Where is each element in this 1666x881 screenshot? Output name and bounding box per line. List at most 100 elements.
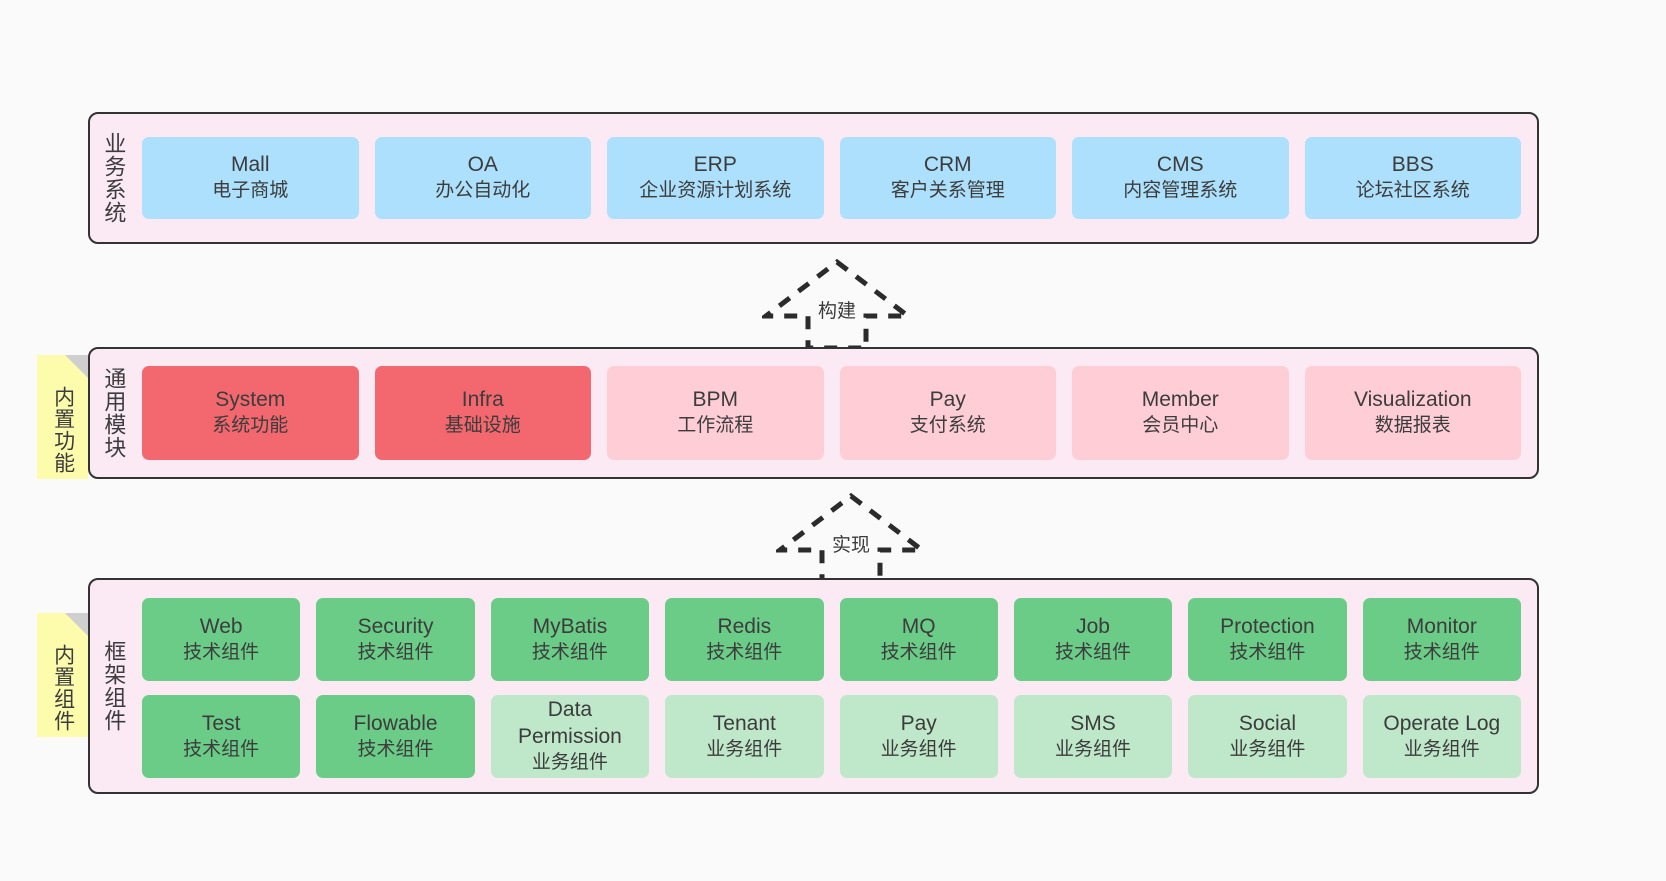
card-name: Test [201, 711, 241, 735]
framework-card-mq[interactable]: MQ 技术组件 [839, 598, 998, 681]
business-system-layer: 业务系统 Mall 电子商城 OA 办公自动化 ERP 企业资源计划系统 CRM… [88, 112, 1539, 244]
business-card-erp[interactable]: ERP 企业资源计划系统 [607, 137, 824, 219]
card-desc: 基础设施 [444, 415, 521, 437]
card-name: OA [467, 153, 498, 177]
card-desc: 技术组件 [1229, 641, 1306, 663]
framework-row-business: Test 技术组件 Flowable 技术组件 Data Permission … [142, 695, 1521, 778]
framework-card-security[interactable]: Security 技术组件 [316, 598, 475, 681]
framework-card-job[interactable]: Job 技术组件 [1013, 598, 1173, 681]
card-desc: 业务组件 [1229, 738, 1306, 760]
note-builtin-component-label: 内置组件 [51, 644, 75, 732]
card-desc: 业务组件 [706, 738, 783, 760]
card-name: Member [1141, 388, 1219, 412]
card-desc: 数据报表 [1374, 415, 1451, 437]
business-system-card-list: Mall 电子商城 OA 办公自动化 ERP 企业资源计划系统 CRM 客户关系… [136, 114, 1537, 242]
module-card-system[interactable]: System 系统功能 [142, 366, 359, 460]
card-name: Security [357, 614, 434, 638]
business-card-oa[interactable]: OA 办公自动化 [374, 137, 591, 219]
note-builtin-function: 内置功能 [37, 355, 88, 479]
card-desc: 技术组件 [1403, 641, 1480, 663]
card-desc: 业务组件 [1403, 738, 1480, 760]
card-name: MQ [901, 614, 936, 638]
card-desc: 业务组件 [1055, 738, 1132, 760]
card-desc: 客户关系管理 [890, 180, 1005, 202]
connector-realize-label: 实现 [831, 535, 870, 556]
framework-components-layer: 框架组件 Web 技术组件 Security 技术组件 MyBatis 技术组件… [88, 578, 1539, 794]
framework-components-grid: Web 技术组件 Security 技术组件 MyBatis 技术组件 Redi… [136, 580, 1537, 792]
module-card-pay[interactable]: Pay 支付系统 [839, 366, 1056, 460]
card-desc: 电子商城 [212, 180, 289, 202]
card-name: ERP [693, 153, 737, 177]
card-desc: 技术组件 [183, 738, 260, 760]
framework-card-sms[interactable]: SMS 业务组件 [1013, 695, 1173, 778]
common-modules-layer-title: 通用模块 [101, 367, 127, 459]
card-desc: 办公自动化 [435, 180, 531, 202]
module-card-visualization[interactable]: Visualization 数据报表 [1304, 366, 1521, 460]
module-card-infra[interactable]: Infra 基础设施 [374, 366, 591, 460]
card-desc: 系统功能 [212, 415, 289, 437]
card-name: Job [1076, 614, 1110, 638]
framework-card-web[interactable]: Web 技术组件 [142, 598, 301, 681]
connector-build-label: 构建 [817, 301, 856, 322]
framework-card-test[interactable]: Test 技术组件 [142, 695, 301, 778]
card-name: CRM [923, 153, 972, 177]
framework-card-social[interactable]: Social 业务组件 [1188, 695, 1347, 778]
business-card-bbs[interactable]: BBS 论坛社区系统 [1304, 137, 1521, 219]
card-desc: 企业资源计划系统 [639, 180, 792, 202]
card-desc: 技术组件 [706, 641, 783, 663]
note-builtin-function-label: 内置功能 [51, 386, 75, 474]
card-name: Flowable [353, 711, 438, 735]
card-desc: 支付系统 [909, 415, 986, 437]
card-name: Mall [230, 153, 270, 177]
card-desc: 技术组件 [357, 641, 434, 663]
framework-card-monitor[interactable]: Monitor 技术组件 [1362, 598, 1521, 681]
card-name: Web [199, 614, 243, 638]
card-name: Social [1238, 711, 1297, 735]
framework-card-protection[interactable]: Protection 技术组件 [1188, 598, 1347, 681]
card-name: System [215, 388, 286, 412]
connector-build-arrow: 构建 [762, 258, 912, 350]
business-card-mall[interactable]: Mall 电子商城 [142, 137, 359, 219]
common-modules-card-list: System 系统功能 Infra 基础设施 BPM 工作流程 Pay 支付系统… [136, 349, 1537, 477]
note-fold-corner-icon [65, 355, 88, 378]
framework-card-flowable[interactable]: Flowable 技术组件 [316, 695, 475, 778]
card-name: Tenant [712, 711, 776, 735]
card-name: Infra [461, 388, 504, 412]
card-desc: 论坛社区系统 [1355, 180, 1470, 202]
card-desc: 技术组件 [531, 641, 608, 663]
card-desc: 技术组件 [183, 641, 260, 663]
framework-card-tenant[interactable]: Tenant 业务组件 [665, 695, 824, 778]
card-name: Pay [929, 388, 966, 412]
business-card-cms[interactable]: CMS 内容管理系统 [1072, 137, 1289, 219]
card-name: Redis [717, 614, 772, 638]
card-name: CMS [1156, 153, 1204, 177]
framework-card-pay[interactable]: Pay 业务组件 [839, 695, 998, 778]
module-card-member[interactable]: Member 会员中心 [1072, 366, 1289, 460]
framework-card-mybatis[interactable]: MyBatis 技术组件 [490, 598, 650, 681]
card-desc: 业务组件 [880, 738, 957, 760]
business-system-layer-title: 业务系统 [101, 132, 127, 224]
card-desc: 内容管理系统 [1123, 180, 1238, 202]
card-name: Data Permission [518, 698, 622, 749]
framework-card-redis[interactable]: Redis 技术组件 [665, 598, 824, 681]
card-desc: 会员中心 [1142, 415, 1219, 437]
card-name: Pay [900, 711, 937, 735]
card-name: Operate Log [1383, 711, 1501, 735]
card-desc: 业务组件 [531, 752, 608, 774]
card-desc: 技术组件 [880, 641, 957, 663]
business-card-crm[interactable]: CRM 客户关系管理 [839, 137, 1056, 219]
card-name: Visualization [1353, 388, 1472, 412]
card-name: MyBatis [532, 614, 608, 638]
card-name: BBS [1391, 153, 1434, 177]
module-card-bpm[interactable]: BPM 工作流程 [607, 366, 824, 460]
framework-row-technical: Web 技术组件 Security 技术组件 MyBatis 技术组件 Redi… [142, 598, 1521, 681]
card-desc: 工作流程 [677, 415, 754, 437]
framework-card-data-permission[interactable]: Data Permission 业务组件 [490, 695, 650, 778]
framework-components-layer-title: 框架组件 [101, 640, 127, 732]
card-name: SMS [1070, 711, 1116, 735]
connector-realize-arrow: 实现 [776, 492, 926, 584]
framework-card-operate-log[interactable]: Operate Log 业务组件 [1362, 695, 1521, 778]
card-desc: 技术组件 [357, 738, 434, 760]
card-name: Protection [1220, 614, 1315, 638]
note-fold-corner-icon [65, 613, 88, 636]
